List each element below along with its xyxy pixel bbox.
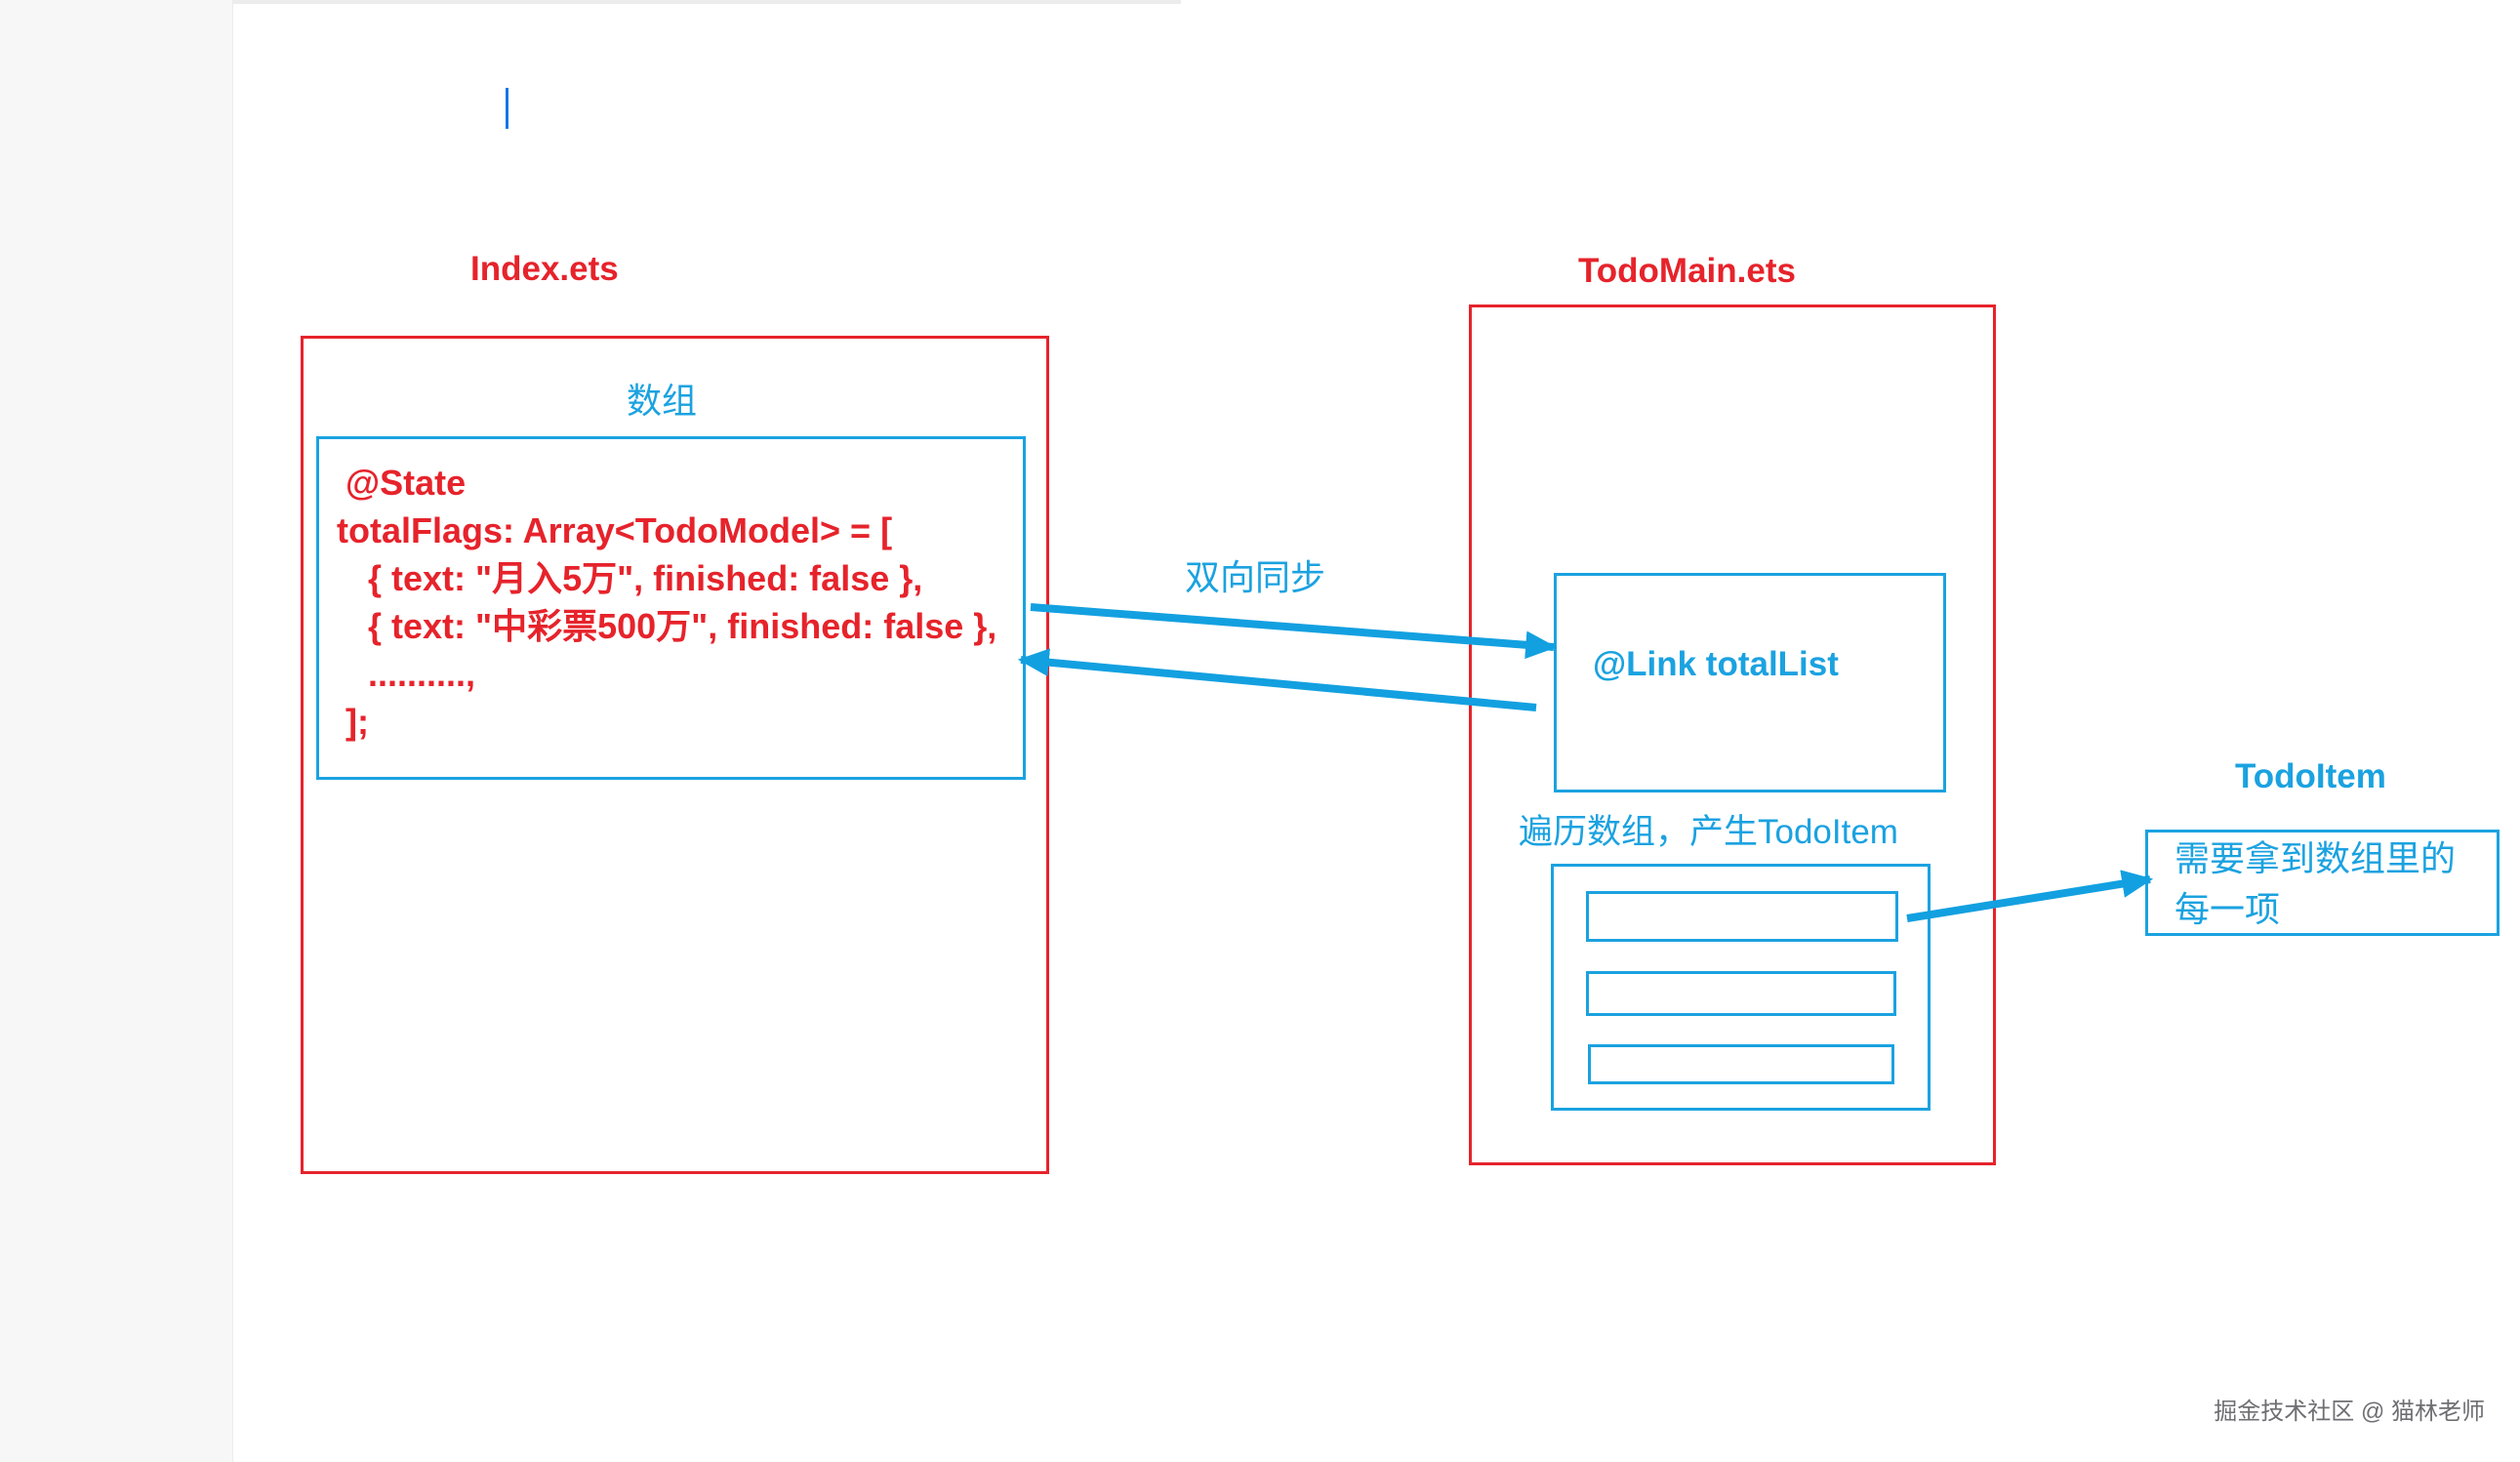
text-cursor <box>506 88 508 129</box>
watermark: 掘金技术社区 @ 猫林老师 <box>2214 1399 2485 1425</box>
code-line: { text: "中彩票500万", finished: false }, <box>368 606 997 646</box>
two-way-sync-label: 双向同步 <box>1185 557 1326 597</box>
sync-arrow-to-state <box>1017 648 1537 711</box>
todo-item-title: TodoItem <box>2235 757 2386 795</box>
code-line: .........., <box>368 654 476 694</box>
code-line: ]; <box>345 702 369 742</box>
array-label: 数组 <box>627 381 698 421</box>
link-total-list-frame <box>1554 573 1946 792</box>
code-line: totalFlags: Array<TodoModel> = [ <box>337 510 893 550</box>
top-divider <box>233 0 1181 4</box>
code-line: { text: "月入5万", finished: false }, <box>368 558 923 598</box>
iterate-array-label: 遍历数组，产生TodoItem <box>1519 813 1898 851</box>
state-code-block: @State totalFlags: Array<TodoModel> = [ … <box>337 459 1020 746</box>
state-array-frame <box>316 436 1026 780</box>
todo-item-description: 需要拿到数组里的 每一项 <box>2175 833 2456 935</box>
index-file-title: Index.ets <box>470 250 619 288</box>
index-file-frame <box>301 336 1049 1174</box>
todomain-file-frame <box>1469 305 1996 1165</box>
todo-item-placeholder <box>1586 891 1898 942</box>
todo-item-description-line: 每一项 <box>2175 889 2281 929</box>
todo-list-frame <box>1551 864 1931 1111</box>
todo-item-placeholder <box>1588 1044 1894 1084</box>
code-line: @State <box>345 463 467 503</box>
link-total-list-label: @Link totalList <box>1593 645 1839 683</box>
todo-item-placeholder <box>1586 971 1896 1016</box>
left-sidebar <box>0 0 233 1462</box>
todomain-file-title: TodoMain.ets <box>1578 252 1796 290</box>
todo-item-description-line: 需要拿到数组里的 <box>2175 838 2457 878</box>
